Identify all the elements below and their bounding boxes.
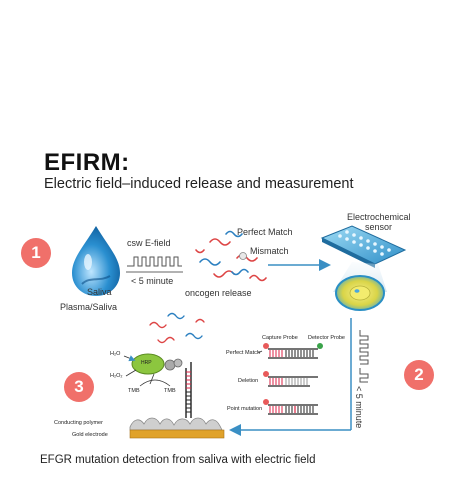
- oncogene-strands-icon: [195, 230, 267, 282]
- sensor-zoom-lens-icon: [333, 262, 387, 311]
- release-label: oncogen release: [185, 288, 252, 298]
- square-wave-icon: [126, 256, 183, 273]
- h2o-label: H₂O: [110, 351, 121, 357]
- mismatch-label: Mismatch: [250, 246, 289, 256]
- diagram-title: EFIRM:: [44, 149, 130, 176]
- detector-probe-label: Detector Probe: [308, 335, 345, 341]
- diagram-subtitle: Electric field–induced release and measu…: [44, 176, 354, 192]
- step-badge-1: 1: [21, 238, 51, 268]
- step-badge-2: 2: [404, 360, 434, 390]
- stage2-time-label: < 5 minute: [354, 386, 364, 428]
- field-label: csw E-field: [127, 238, 171, 248]
- row-label-deletion: Deletion: [238, 378, 259, 384]
- sample-sublabel: Plasma/Saliva: [60, 302, 118, 312]
- row-label-perfect-match: Perfect Match: [226, 350, 260, 356]
- square-wave-vertical-icon: [359, 330, 369, 383]
- sensor-chip-icon: [320, 225, 407, 268]
- probe-row-point-mutation: [263, 399, 318, 415]
- probe-row-perfect-match: [263, 343, 323, 359]
- capture-probe-label: Capture Probe: [262, 335, 298, 341]
- electrode-assembly-icon: [123, 353, 225, 439]
- tmb-ox-label: TMB: [164, 388, 176, 394]
- diagram-caption: EFGR mutation detection from saliva with…: [40, 454, 316, 466]
- probe-row-deletion: [263, 371, 318, 387]
- probe-panel: [257, 343, 323, 415]
- sample-label: Saliva: [87, 287, 112, 297]
- step-badge-3: 3: [64, 372, 94, 402]
- sensor-label-line2: sensor: [365, 222, 393, 232]
- row-label-point-mutation: Point mutation: [227, 406, 263, 412]
- sensor-label-line1: Electrochemical: [347, 212, 411, 222]
- tmb-red-label: TMB: [128, 388, 140, 394]
- polymer-label: Conducting polymer: [54, 420, 103, 426]
- perfect-match-label: Perfect Match: [237, 227, 293, 237]
- electrode-label: Gold electrode: [72, 432, 108, 438]
- saliva-drop-icon: [72, 226, 120, 296]
- stage1-time-label: < 5 minute: [131, 276, 174, 286]
- h2o2-label: H₂O₂: [110, 373, 123, 379]
- step3-strands-icon: [149, 312, 205, 344]
- hrp-label: HRP: [141, 360, 152, 366]
